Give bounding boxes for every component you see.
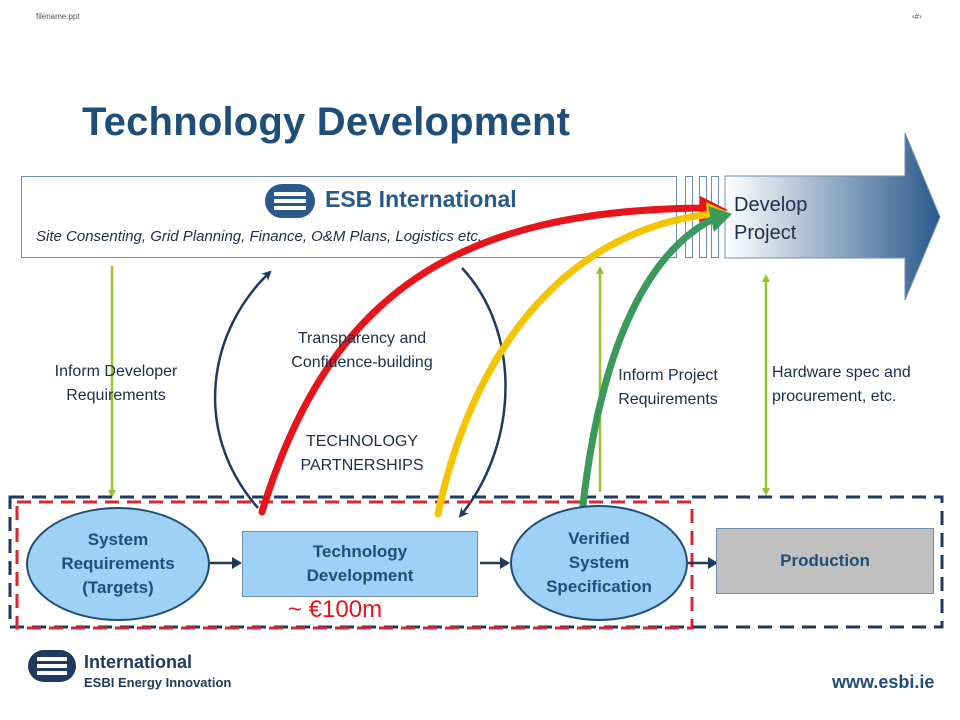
develop-project-label: Develop Project: [734, 191, 807, 247]
filename-label: filename.ppt: [36, 12, 80, 21]
system-req-line1: System: [87, 530, 149, 549]
slide-title: Technology Development: [82, 100, 571, 144]
hardware-line2: procurement, etc.: [772, 388, 897, 405]
partnerships-line2: PARTNERSHIPS: [300, 457, 424, 474]
verified-line1: Verified: [568, 529, 630, 548]
transparency-label: Transparency and Confidence-building: [262, 327, 462, 375]
transparency-line2: Confidence-building: [291, 354, 433, 371]
hardware-line1: Hardware spec and: [772, 364, 911, 381]
footer-brand-line1: International: [84, 652, 193, 672]
transparency-curve-arrow: [214, 270, 272, 509]
technology-partnerships-label: TECHNOLOGY PARTNERSHIPS: [262, 430, 462, 478]
system-req-line2: Requirements: [61, 554, 175, 573]
red-arc-arrow: [258, 204, 709, 516]
technology-development-node: Technology Development: [242, 531, 478, 597]
develop-project-arrow: [724, 132, 941, 301]
system-requirements-node: System Requirements (Targets): [26, 507, 210, 621]
develop-label-line1: Develop: [734, 194, 808, 216]
production-node: Production: [716, 528, 934, 594]
tech-dev-line1: Technology: [312, 542, 408, 561]
red-dashed-box: [15, 500, 694, 630]
verified-line2: System: [568, 553, 630, 572]
inform-project-label: Inform Project Requirements: [588, 364, 748, 412]
verified-system-node: Verified System Specification: [510, 505, 688, 621]
partnerships-line1: TECHNOLOGY: [305, 433, 418, 450]
develop-label-line2: Project: [734, 222, 797, 244]
inform-project-line1: Inform Project: [618, 367, 718, 384]
tech-dev-line2: Development: [306, 566, 414, 585]
inform-project-line2: Requirements: [618, 391, 718, 408]
system-req-line3: (Targets): [82, 578, 154, 597]
inform-developer-line1: Inform Developer: [54, 363, 178, 380]
footer-logo: International ESBI Energy Innovation: [28, 648, 248, 694]
page-number: ‹#›: [912, 12, 922, 21]
esb-brand-name: ESB International: [325, 186, 517, 212]
green-arc-arrow: [578, 214, 719, 518]
yellow-arc-arrow: [434, 210, 716, 518]
transparency-line1: Transparency and: [297, 330, 427, 347]
inform-developer-label: Inform Developer Requirements: [24, 360, 208, 408]
production-label: Production: [780, 551, 870, 570]
website-link[interactable]: www.esbi.ie: [832, 672, 935, 692]
site-consenting-text: Site Consenting, Grid Planning, Finance,…: [36, 228, 483, 245]
footer-esb-icon: [28, 650, 76, 682]
partnership-curve-arrow: [458, 267, 507, 518]
hardware-spec-label: Hardware spec and procurement, etc.: [772, 361, 911, 409]
verified-line3: Specification: [546, 577, 652, 596]
footer-brand-line2: ESBI Energy Innovation: [84, 675, 232, 690]
cost-label: ~ €100m: [288, 596, 383, 623]
esb-logo: ESB International: [265, 183, 517, 219]
inform-developer-line2: Requirements: [66, 387, 166, 404]
esb-logo-icon: [265, 184, 315, 218]
